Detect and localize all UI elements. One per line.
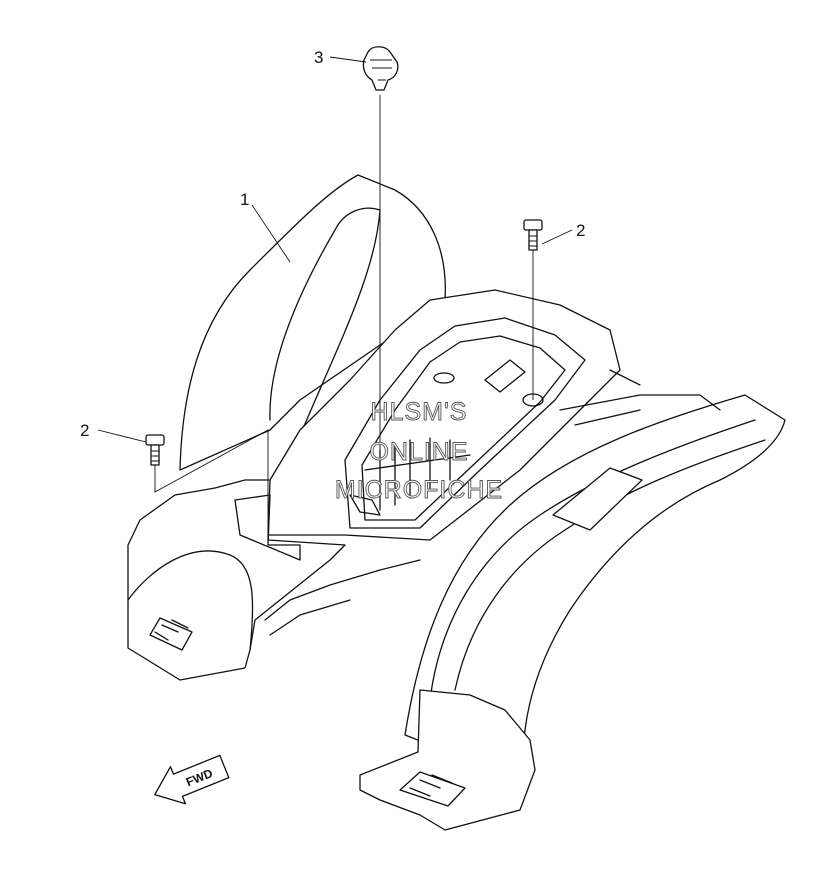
bolt-left-guide-line [154, 429, 269, 540]
tray-inner-rim [361, 335, 566, 521]
lower-rim [264, 559, 421, 636]
right-side-rail [559, 369, 721, 426]
clip-detail [370, 59, 392, 81]
tray-slot [349, 494, 381, 516]
bolt-shank [528, 229, 538, 251]
leader-3 [329, 56, 367, 63]
bolt-right[interactable] [523, 219, 543, 251]
tray-ribs [364, 437, 471, 511]
leader-2-left [97, 429, 147, 443]
fender-right-flap [359, 689, 536, 831]
callout-2-right: 2 [576, 221, 585, 240]
watermark-line3: MICROFICHE [334, 476, 504, 505]
callouts: 1 2 2 3 [80, 48, 585, 443]
tray-rim [344, 317, 586, 529]
leader-2-right [541, 229, 573, 245]
callout-1: 1 [240, 190, 249, 209]
fender-left-fin [179, 174, 446, 471]
clip[interactable] [362, 46, 399, 91]
fender-right-arc [404, 394, 786, 781]
fender-right-arc-inner2 [454, 439, 766, 691]
bolt-left[interactable] [145, 434, 165, 466]
fender-left-flap [127, 479, 346, 681]
bolt-thread [529, 235, 537, 247]
fender-right-plate [552, 467, 643, 531]
left-flap-tread [149, 617, 193, 651]
fender-right-arc-inner [429, 419, 756, 701]
callout-3: 3 [314, 48, 323, 67]
fender-tray [264, 289, 621, 541]
bolt-head-icon [523, 219, 543, 231]
callout-2-left: 2 [80, 421, 89, 440]
tray-hole [433, 372, 455, 384]
assembly-guides [154, 95, 534, 540]
right-flap-tread [399, 771, 466, 807]
fwd-arrow: FWD [154, 754, 230, 805]
watermark-line1: HLSM'S [370, 398, 468, 427]
rear-fender[interactable] [127, 174, 786, 831]
bolt-thread [151, 450, 159, 462]
fender-left-fin-inner [269, 207, 381, 461]
tray-step [484, 359, 526, 393]
watermark-line2: ONLINE [369, 438, 469, 467]
arrow-left-icon [154, 754, 230, 805]
left-mount-bracket [234, 494, 301, 561]
left-flap-curve [127, 550, 254, 651]
leader-1 [251, 204, 291, 263]
